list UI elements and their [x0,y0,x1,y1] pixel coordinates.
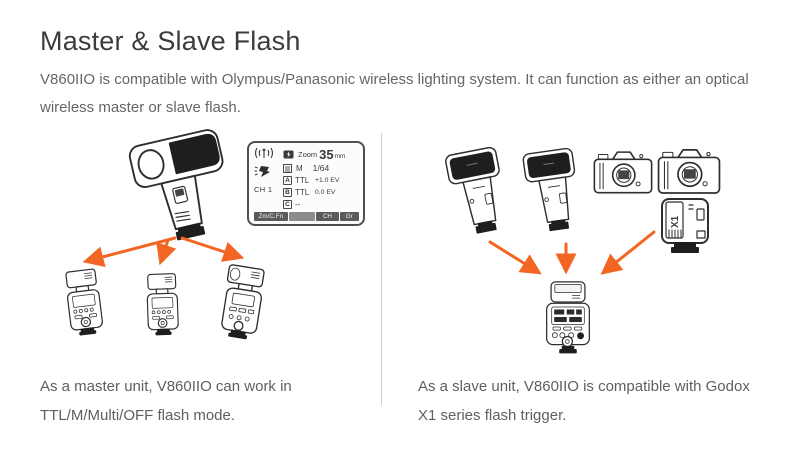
lcd-softkey-bar: Zm/C.Fn CH Gr [254,212,359,221]
slave-flash-1-illustration [65,268,103,336]
group-a-badge: A [283,175,292,185]
lcd-group-c-row: C -- [283,198,359,210]
lcd-mode-label: M [296,163,303,173]
lcd-group-a-row: A TTL +1.0 EV [283,174,359,186]
master-lcd-display: CH 1 Zoom 35 mm [247,141,365,226]
page-title: Master & Slave Flash [40,26,301,56]
trigger-flash-1-illustration [445,146,500,234]
softkey-blank [288,212,316,221]
lcd-zoom-label: Zoom [298,150,318,159]
group-b-badge: B [283,187,292,197]
master-flash-illustration [128,129,224,241]
slave-flash-2-illustration [146,273,179,336]
softkey-zm-cfn: Zm/C.Fn [254,212,288,221]
master-signal-arrows [82,236,245,267]
softkey-ch: CH [316,212,339,221]
zoom-head-icon [283,150,294,159]
lcd-mode-value: 1/64 [312,163,330,173]
slave-flash-3-illustration [221,264,265,340]
panel-divider [381,133,382,405]
flash-head-icon [283,163,292,173]
lcd-group-b-row: B TTL 0.0 EV [283,186,359,198]
x1-trigger-label: X1 [670,215,681,228]
camera-1-illustration [593,151,653,194]
master-caption: As a master unit, V860IIO can work in TT… [40,378,292,424]
group-c-badge: C [283,199,292,209]
slave-signal-arrows [488,230,656,275]
lcd-zoom-unit: mm [334,153,346,160]
wireless-signal-icon [254,147,274,159]
camera-2-illustration [657,149,721,194]
trigger-flash-2-illustration [522,147,576,232]
softkey-gr: Gr [339,212,359,221]
receiver-flash-illustration [546,281,590,354]
optical-master-icon [254,166,270,177]
slave-caption: As a slave unit, V860IIO is compatible w… [418,378,750,424]
x1-trigger-illustration: X1 [661,198,709,253]
lcd-channel: CH 1 [254,185,273,194]
intro-text: V860IIO is compatible with Olympus/Panas… [40,71,749,116]
lcd-zoom-value: 35 [319,147,334,162]
